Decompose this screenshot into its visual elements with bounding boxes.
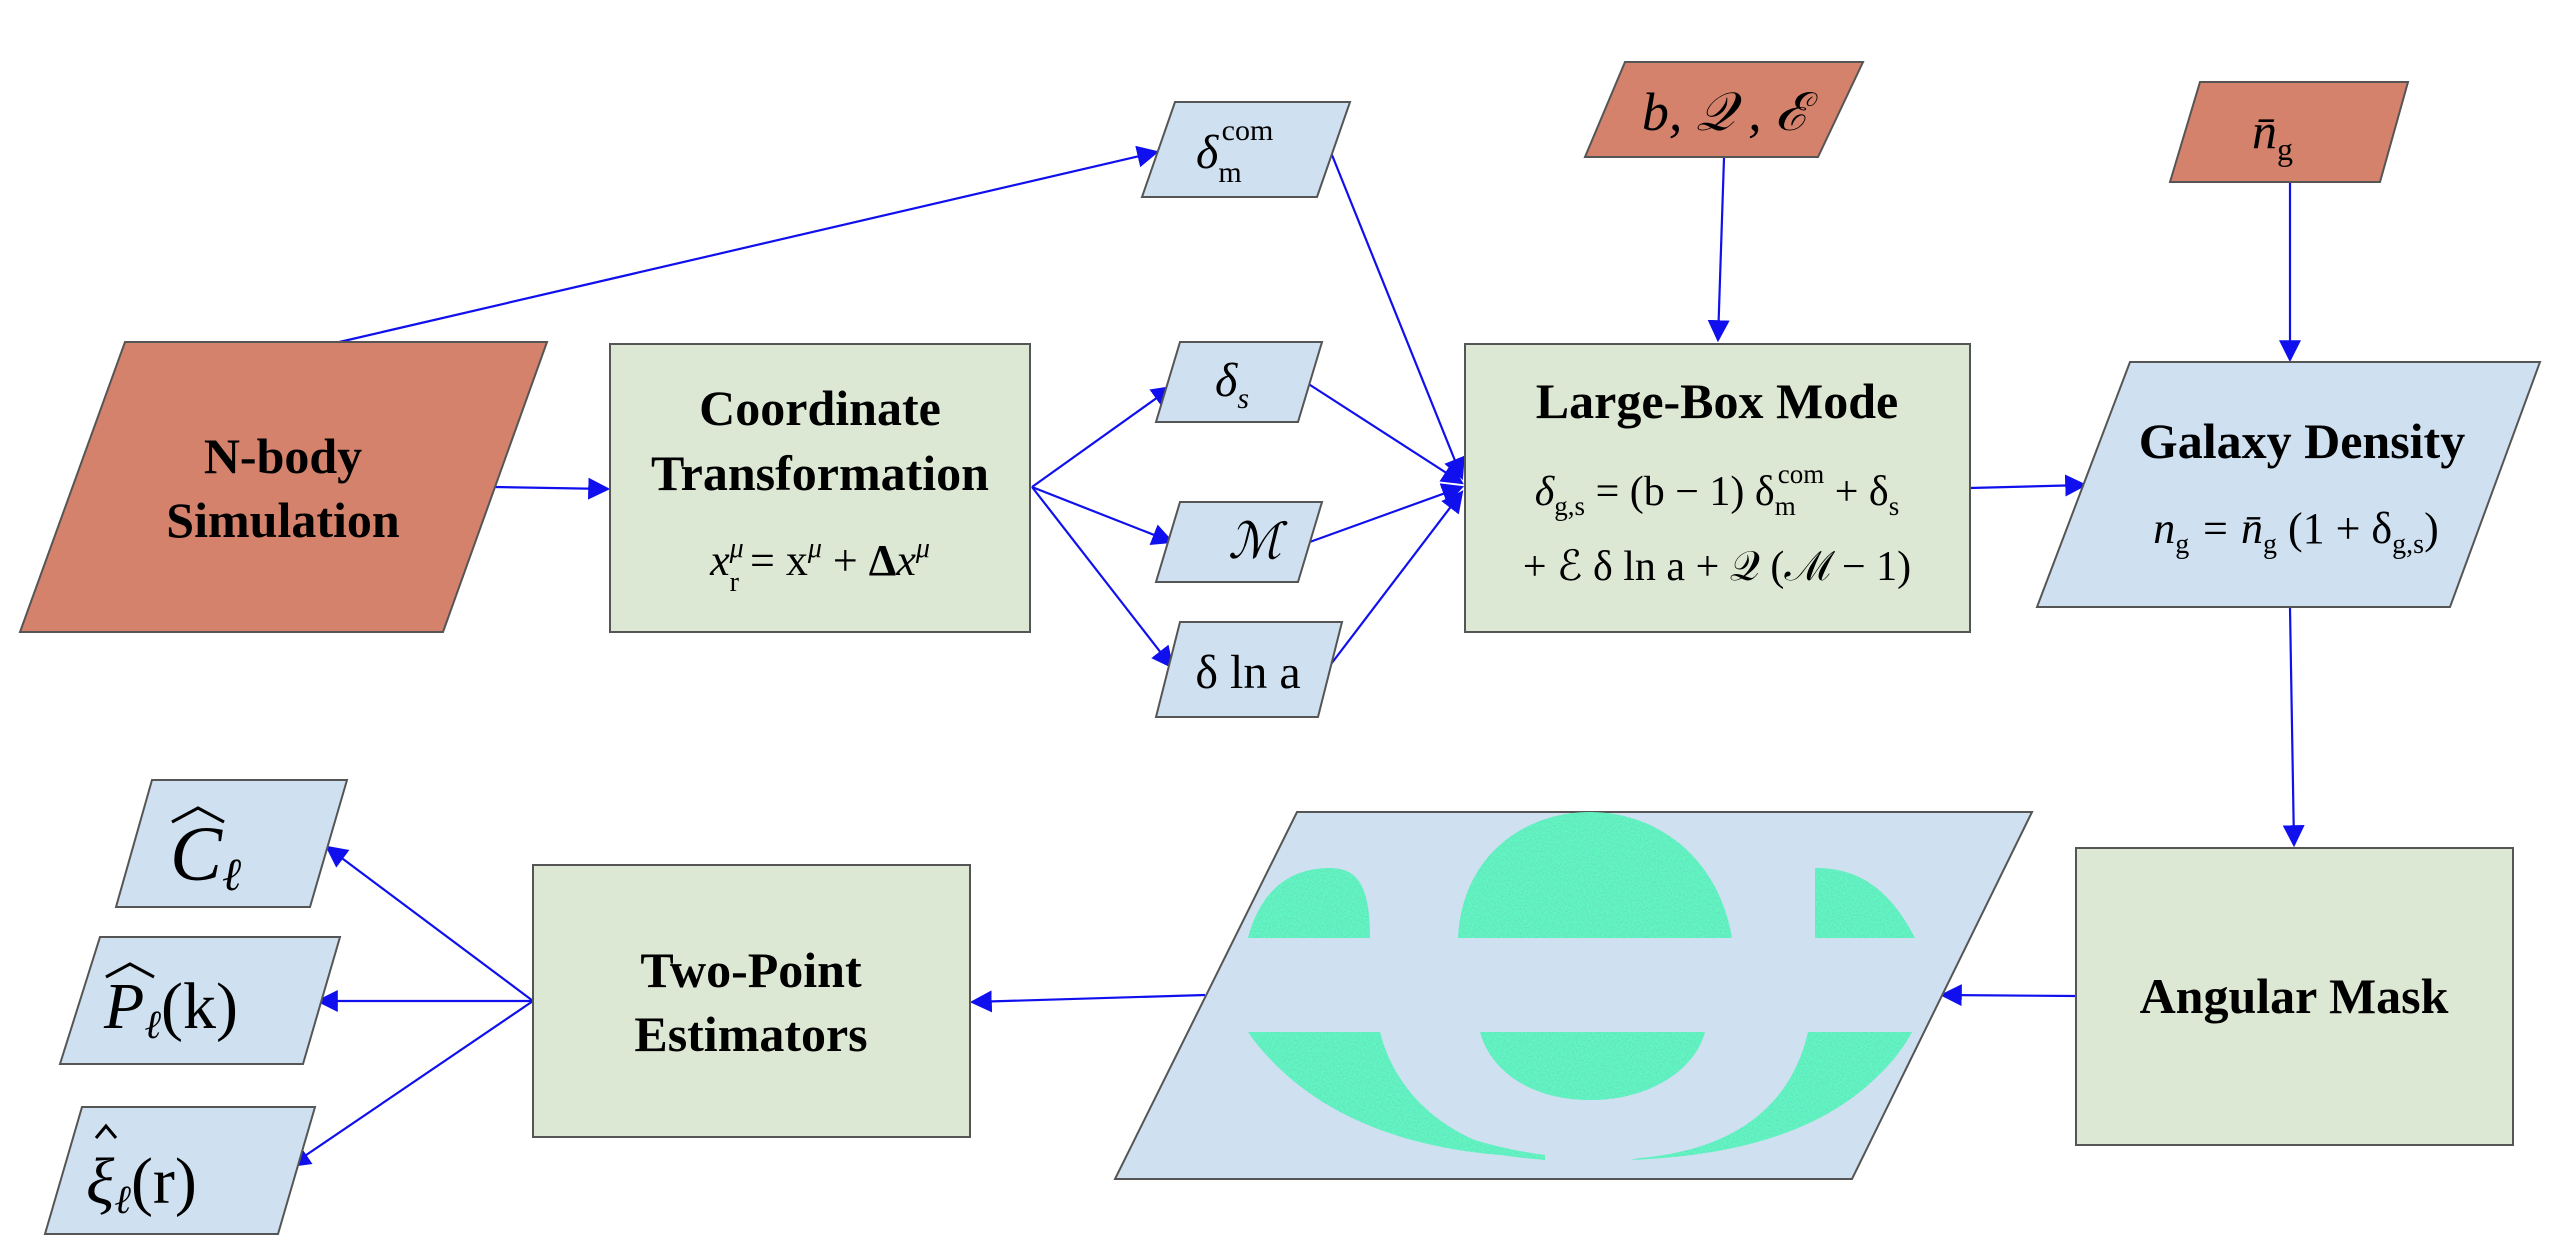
arrow-nbody-to-dcom	[334, 145, 1160, 345]
p-ell-k-symbol: Pℓ(k)	[103, 970, 238, 1047]
arrow-dcom-to-largebox	[1328, 149, 1465, 481]
galaxy-density-equation: ng = n̄g (1 + δg,s)	[2153, 504, 2438, 560]
delta-m-com-symbol: δmcom	[1196, 114, 1273, 189]
xi-ell-r-hat	[94, 1123, 118, 1139]
bias-params-symbols: b, 𝒬 , ℰ	[1642, 82, 1818, 142]
c-ell-hat	[171, 806, 225, 824]
arrow-nbody-to-coord	[494, 477, 611, 500]
galaxy-density-title: Galaxy Density	[2139, 413, 2465, 469]
two-point-label-line1: Two-Point	[640, 942, 862, 998]
arrow-maskimage-to-twopoint	[969, 990, 1206, 1013]
arrow-coord-to-M	[1031, 485, 1175, 545]
angular-mask-title: Angular Mask	[2140, 968, 2449, 1024]
arrow-twopoint-to-xi	[288, 1000, 534, 1168]
arrows	[288, 145, 2305, 1168]
large-box-equation-line1: δg,s = (b − 1) δmcom + δs	[1535, 459, 1899, 521]
coord-label-line2: Transformation	[651, 445, 989, 501]
node-bias-params: b, 𝒬 , ℰ	[1583, 61, 1865, 158]
node-two-point-estimators: Two-Point Estimators	[532, 864, 971, 1138]
node-c-ell: Cℓ	[114, 779, 349, 908]
arrow-angmask-to-maskimage	[1939, 984, 2076, 1007]
c-ell-symbol: Cℓ	[170, 810, 242, 900]
node-angular-mask: Angular Mask	[2075, 847, 2514, 1146]
p-ell-k-hat	[105, 962, 155, 979]
node-galaxy-density: Galaxy Density ng = n̄g (1 + δg,s)	[2035, 361, 2542, 608]
arrow-galaxy-to-angmask	[2282, 607, 2305, 848]
node-nbar-g: n̄g	[2168, 81, 2410, 183]
arrow-dlna-to-largebox	[1324, 490, 1464, 673]
arrow-twopoint-to-cl	[325, 845, 534, 1002]
nbody-label-line2: Simulation	[166, 492, 400, 548]
node-delta-s: δs	[1154, 341, 1324, 423]
node-magnification: ℳ	[1154, 501, 1324, 583]
M-symbol: ℳ	[1228, 513, 1288, 569]
large-box-equation-line2: + ℰ δ ln a + 𝒬 (ℳ − 1)	[1523, 544, 1911, 590]
node-delta-m-com: δmcom	[1140, 101, 1352, 198]
node-nbody-simulation: N-body Simulation	[18, 341, 549, 633]
coord-label-line1: Coordinate	[699, 380, 941, 436]
nbody-label-line1: N-body	[204, 428, 362, 484]
arrow-coord-to-ds	[1031, 385, 1174, 488]
delta-s-symbol: δs	[1215, 354, 1249, 415]
nbar-g-symbol: n̄g	[2252, 103, 2293, 167]
node-large-box-mode: Large-Box Mode δg,s = (b − 1) δmcom + δs…	[1464, 343, 1971, 633]
node-mask-map-image	[1113, 811, 2034, 1180]
arrow-largebox-to-galaxy	[1969, 474, 2088, 497]
node-delta-ln-a: δ ln a	[1154, 621, 1344, 718]
large-box-title: Large-Box Mode	[1536, 373, 1898, 429]
arrow-ds-to-largebox	[1306, 382, 1464, 485]
two-point-label-line2: Estimators	[634, 1006, 867, 1062]
arrow-coord-to-dlna	[1031, 486, 1174, 669]
node-xi-ell-r: ξℓ(r)	[43, 1106, 317, 1235]
delta-ln-a-symbol: δ ln a	[1195, 646, 1300, 699]
xi-ell-r-symbol: ξℓ(r)	[86, 1145, 197, 1222]
arrow-M-to-largebox	[1306, 483, 1465, 545]
arrow-params-to-largebox	[1707, 157, 1730, 343]
node-p-ell-k: Pℓ(k)	[58, 936, 342, 1065]
